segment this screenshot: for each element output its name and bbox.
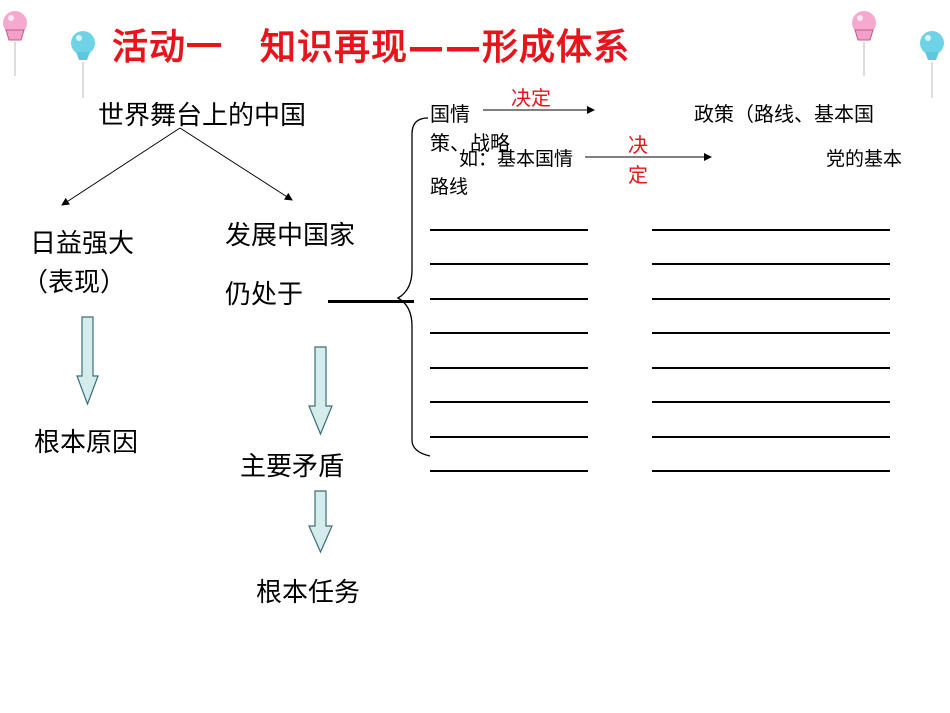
answer-blank-right bbox=[652, 229, 890, 231]
fill-blank-stage bbox=[328, 300, 414, 303]
decide-label-2b: 定 bbox=[628, 163, 648, 187]
branch-left-line2: （表现） bbox=[22, 268, 127, 298]
main-contradiction-node: 主要矛盾 bbox=[240, 452, 345, 482]
branch-right-line2: 仍处于 bbox=[225, 280, 304, 310]
branch-right-line1: 发展中国家 bbox=[225, 221, 356, 251]
answer-blank-right bbox=[652, 401, 890, 403]
answer-blank-right bbox=[652, 436, 890, 438]
national-condition-text: 国情 bbox=[430, 102, 470, 126]
answer-blank-left bbox=[430, 229, 588, 231]
tree-arrow-left bbox=[61, 127, 181, 206]
answer-blank-left bbox=[430, 263, 588, 265]
strategy-text: 策、战略 bbox=[430, 131, 510, 155]
answer-blank-right bbox=[652, 470, 890, 472]
blue-balloon-icon bbox=[71, 31, 95, 98]
answer-blank-left bbox=[430, 401, 588, 403]
answer-blank-right bbox=[652, 263, 890, 265]
policy-text: 政策（路线、基本国 bbox=[694, 102, 874, 126]
curly-brace bbox=[396, 117, 431, 457]
down-block-arrow bbox=[308, 490, 333, 554]
tree-arrow-right bbox=[179, 127, 293, 201]
answer-blank-left bbox=[430, 436, 588, 438]
party-basic-text: 党的基本 bbox=[826, 148, 903, 170]
branch-left-line1: 日益强大 bbox=[30, 229, 135, 259]
route-text: 路线 bbox=[430, 176, 469, 198]
slide-title: 活动一 知识再现——形成体系 bbox=[112, 27, 631, 68]
pink-balloon-icon bbox=[852, 11, 876, 76]
down-block-arrow bbox=[308, 346, 333, 436]
root-cause-node: 根本原因 bbox=[34, 428, 139, 458]
answer-blank-left bbox=[430, 470, 588, 472]
fundamental-task-node: 根本任务 bbox=[256, 578, 361, 608]
answer-blank-right bbox=[652, 367, 890, 369]
down-block-arrow bbox=[76, 316, 99, 406]
example-text: 如：基本国情 bbox=[459, 148, 574, 170]
blue-balloon-icon bbox=[920, 31, 944, 98]
answer-blank-right bbox=[652, 298, 890, 300]
answer-blank-left bbox=[430, 298, 588, 300]
answer-blank-left bbox=[430, 332, 588, 334]
answer-blank-right bbox=[652, 332, 890, 334]
root-node: 世界舞台上的中国 bbox=[98, 101, 307, 131]
pink-balloon-icon bbox=[3, 11, 27, 76]
answer-blank-left bbox=[430, 367, 588, 369]
decide-label-1: 决定 bbox=[511, 86, 551, 110]
decide-label-2a: 决 bbox=[628, 133, 648, 157]
